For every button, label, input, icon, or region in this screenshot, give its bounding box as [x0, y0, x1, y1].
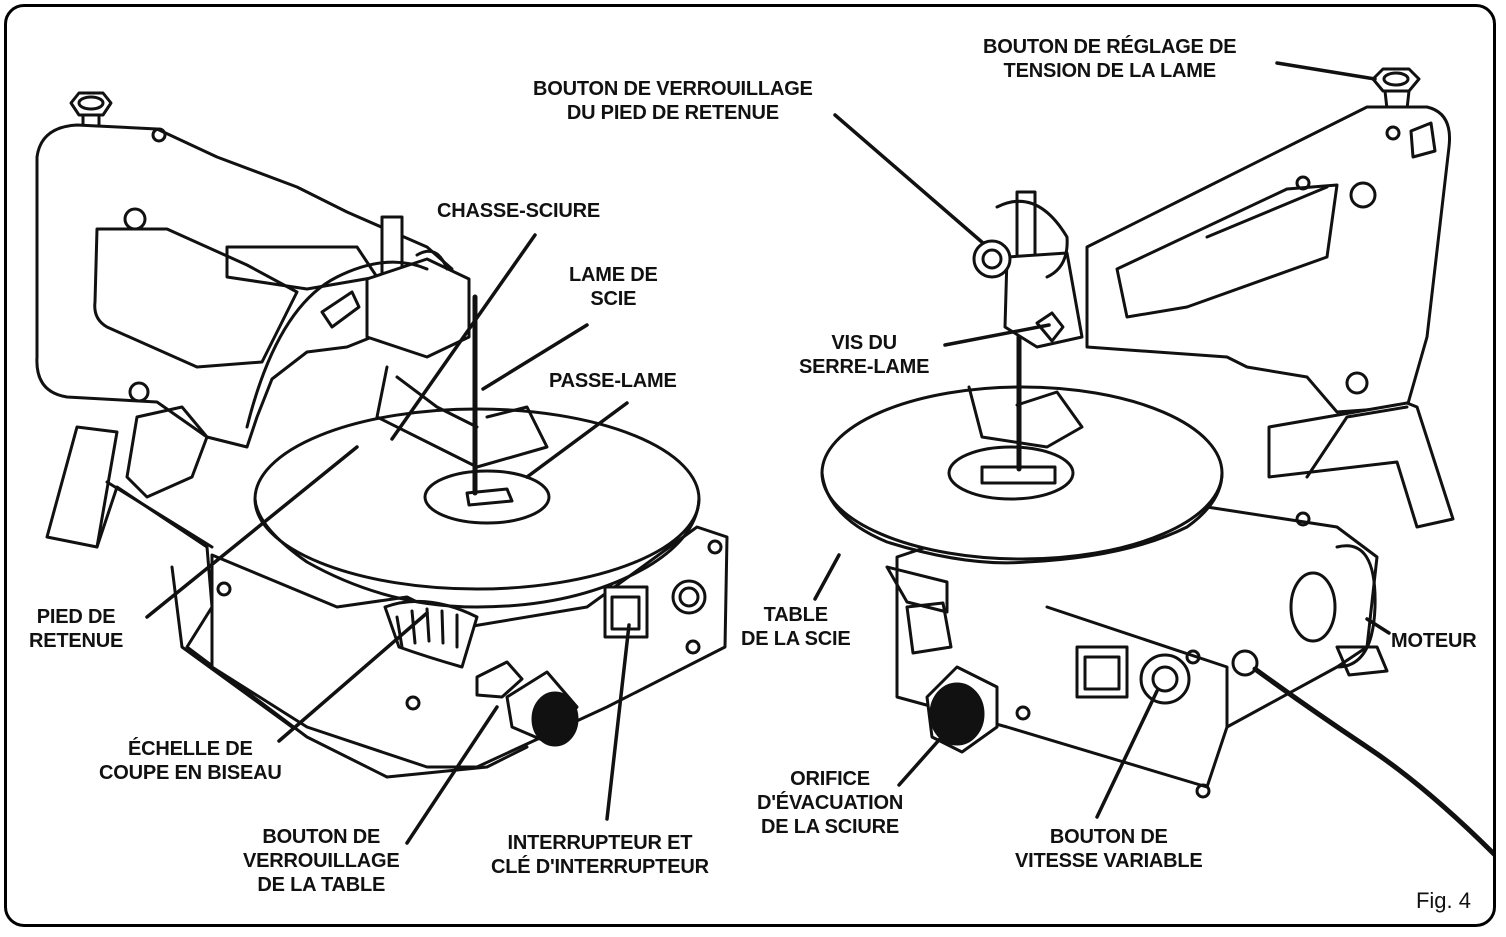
label-switch-key: INTERRUPTEUR ET CLÉ D'INTERRUPTEUR — [491, 832, 709, 878]
label-saw-table: TABLE DE LA SCIE — [741, 604, 851, 650]
label-bevel-scale: ÉCHELLE DE COUPE EN BISEAU — [99, 738, 282, 784]
label-blade-clamp-screw: VIS DU SERRE-LAME — [799, 332, 930, 378]
right-saw-drawing — [820, 67, 1493, 857]
label-saw-blade: LAME DE SCIE — [569, 264, 658, 310]
label-hold-down-foot: PIED DE RETENUE — [29, 606, 124, 652]
label-speed-knob: BOUTON DE VITESSE VARIABLE — [1015, 826, 1203, 872]
scroll-saw-illustration — [35, 61, 1493, 857]
label-dust-blower: CHASSE-SCIURE — [437, 200, 600, 222]
label-throat-plate: PASSE-LAME — [549, 370, 677, 392]
leader-lines — [145, 61, 1391, 845]
figure-label: Fig. 4 — [1415, 888, 1471, 913]
figure-frame: CHASSE-SCIURE LAME DE SCIE PASSE-LAME PI… — [4, 4, 1496, 927]
label-motor: MOTEUR — [1391, 630, 1477, 652]
label-tension-knob: BOUTON DE RÉGLAGE DE TENSION DE LA LAME — [983, 36, 1237, 82]
label-foot-lock-knob: BOUTON DE VERROUILLAGE DU PIED DE RETENU… — [533, 78, 813, 124]
left-saw-drawing — [35, 91, 729, 779]
label-table-lock-knob: BOUTON DE VERROUILLAGE DE LA TABLE — [243, 826, 400, 896]
label-dust-port: ORIFICE D'ÉVACUATION DE LA SCIURE — [757, 768, 904, 838]
